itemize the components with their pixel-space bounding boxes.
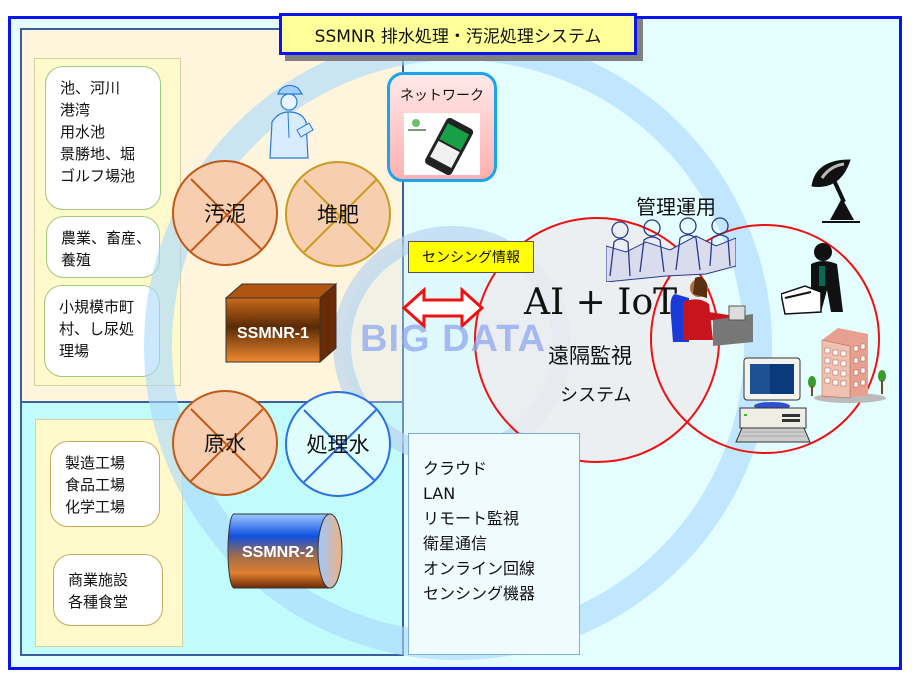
system-label: システム [560, 385, 632, 406]
source-line: 景勝地、堀 [60, 145, 136, 163]
ai-iot-heading: AI + IoT [524, 282, 678, 323]
connectivity-item: LAN [423, 484, 456, 503]
ssmnr2-unit: SSMNR-2 [227, 513, 343, 589]
compost-label: 堆肥 [317, 203, 359, 227]
connectivity-list: クラウド LAN リモート監視 衛星通信 オンライン回線 センシング機器 [409, 434, 579, 606]
sludge-circle: 汚泥 [172, 160, 278, 266]
desktop-computer-icon [735, 357, 811, 443]
raw-water-label: 原水 [204, 432, 246, 456]
source-line: 化学工場 [65, 498, 126, 516]
engineer-icon [269, 84, 314, 159]
meeting-people-icon [606, 217, 736, 282]
svg-text:SSMNR-2: SSMNR-2 [242, 544, 314, 561]
connectivity-item: クラウド [423, 459, 488, 478]
source-line: 商業施設 [68, 571, 129, 589]
office-building-icon [808, 328, 886, 403]
remote-monitoring-label: 遠隔監視 [548, 344, 632, 368]
source-line: 養殖 [61, 251, 92, 269]
sludge-label: 汚泥 [204, 202, 246, 226]
compost-circle: 堆肥 [285, 161, 391, 267]
source-box-waters: 池、河川 港湾 用水池 景勝地、堀 ゴルフ場池 [45, 66, 161, 210]
source-line: 各種食堂 [68, 593, 129, 611]
source-line: 村、し尿処 [59, 320, 135, 338]
connectivity-item: センシング機器 [423, 584, 536, 603]
phone-businessman-icon [781, 243, 843, 315]
double-arrow-icon [401, 286, 485, 330]
diagram-title: SSMNR 排水処理・汚泥処理システム [279, 13, 637, 55]
satellite-dish-icon [811, 159, 860, 223]
network-label: ネットワーク [400, 88, 484, 104]
source-line: 製造工場 [65, 454, 126, 472]
treated-water-label: 処理水 [306, 433, 370, 457]
ssmnr1-unit: SSMNR-1 [224, 282, 338, 364]
source-line: 農業、畜産、 [61, 229, 152, 247]
source-line: 港湾 [60, 101, 91, 119]
connectivity-item: オンライン回線 [423, 559, 536, 578]
source-line: 池、河川 [60, 79, 121, 97]
source-line: 理場 [59, 342, 90, 360]
sensing-info-label: センシング情報 [408, 241, 534, 273]
management-label: 管理運用 [636, 195, 716, 219]
svg-text:SSMNR-1: SSMNR-1 [237, 325, 309, 342]
network-box: ネットワーク [387, 72, 497, 182]
source-line: 用水池 [60, 123, 106, 141]
source-box-municipal: 小規模市町 村、し尿処 理場 [44, 285, 160, 377]
source-line: 小規模市町 [59, 298, 135, 316]
connectivity-box: クラウド LAN リモート監視 衛星通信 オンライン回線 センシング機器 [408, 433, 580, 655]
connectivity-item: 衛星通信 [423, 534, 488, 553]
treated-water-circle: 処理水 [285, 391, 391, 497]
mobile-router-icon [404, 113, 480, 175]
source-line: ゴルフ場池 [60, 167, 136, 185]
connectivity-item: リモート監視 [423, 509, 520, 528]
operator-at-desk-icon [670, 276, 753, 346]
source-box-factories: 製造工場 食品工場 化学工場 [50, 441, 160, 527]
raw-water-circle: 原水 [172, 390, 278, 496]
big-data-watermark: BIG DATA [360, 318, 547, 360]
source-line: 食品工場 [65, 476, 126, 494]
